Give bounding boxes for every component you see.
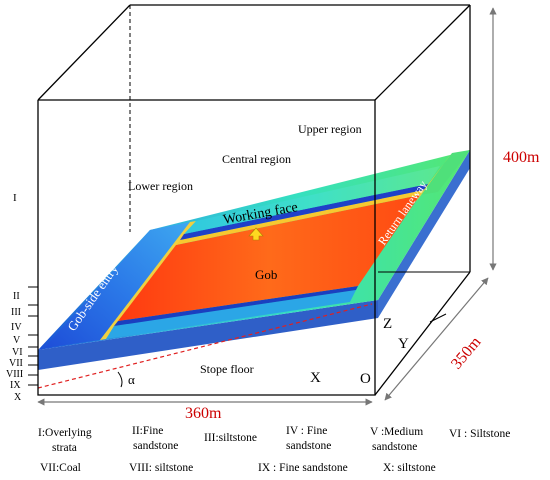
legend-item: VI : Siltstone	[449, 428, 510, 440]
stratum-numeral: V	[13, 335, 21, 346]
stratum-numeral: X	[14, 392, 22, 403]
face-dark-line	[180, 184, 428, 240]
stope-floor-label: Stope floor	[200, 362, 254, 376]
stratum-numeral: VIII	[6, 369, 23, 380]
stratum-numeral: VI	[12, 347, 23, 358]
working-face-band	[184, 166, 440, 234]
stratum-numeral: III	[11, 307, 21, 318]
z-axis-tick	[429, 313, 447, 323]
height-dimension-label: 400m	[503, 149, 540, 166]
upper-region-label: Upper region	[298, 122, 362, 136]
return-laneway-band	[420, 150, 470, 195]
face-advance-arrow-icon	[248, 227, 264, 241]
lower-strip	[106, 290, 356, 339]
axis-y-label: Y	[398, 336, 409, 352]
origin-label: O	[360, 371, 371, 387]
legend-item: strata	[52, 442, 77, 454]
legend-item: sandstone	[286, 440, 331, 452]
legend: I:Overlying strata II:Fine sandstone III…	[38, 425, 510, 474]
legend-item: sandstone	[133, 440, 178, 452]
incline-dashed-line	[37, 303, 373, 389]
lower-region-label: Lower region	[128, 179, 193, 193]
seam-front-edge	[38, 300, 378, 370]
depth-dimension-arrow	[384, 277, 489, 401]
angle-label: α	[128, 372, 135, 387]
legend-item: X: siltstone	[383, 462, 436, 474]
stratum-numeral: I	[13, 192, 17, 204]
legend-item: II:Fine	[132, 425, 163, 437]
seam-right-edge	[378, 150, 470, 318]
gob-upper-boundary	[176, 190, 424, 245]
gob-label: Gob	[255, 267, 277, 282]
axis-z-label: Z	[383, 316, 392, 332]
stratum-numeral: VII	[9, 358, 23, 369]
legend-item: VIII: siltstone	[129, 462, 193, 474]
axis-x-label: X	[310, 370, 321, 386]
stratum-numeral: IX	[10, 380, 21, 391]
legend-item: III:siltstone	[204, 432, 257, 444]
angle-arc	[117, 371, 123, 388]
coal-seam-slab	[38, 150, 470, 370]
central-region-label: Central region	[222, 152, 291, 166]
stratum-numeral: IV	[11, 322, 22, 333]
legend-item: I:Overlying	[38, 427, 92, 439]
legend-item: VII:Coal	[40, 462, 81, 474]
stratum-numeral: II	[13, 291, 20, 302]
legend-item: IX : Fine sandstone	[258, 462, 348, 474]
legend-item: sandstone	[372, 441, 417, 453]
stratum-ticks	[28, 286, 38, 386]
legend-item: V :Medium	[370, 426, 423, 438]
depth-dimension-label: 350m	[448, 333, 485, 372]
gob-region	[118, 195, 420, 321]
gob-lower-boundary	[114, 286, 358, 326]
width-dimension-label: 360m	[185, 405, 222, 422]
gob-side-entry-band	[44, 222, 190, 348]
legend-item: IV : Fine	[286, 425, 327, 437]
